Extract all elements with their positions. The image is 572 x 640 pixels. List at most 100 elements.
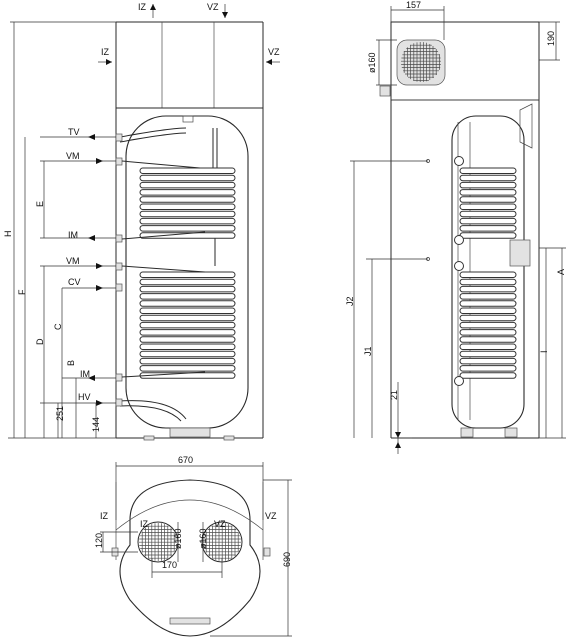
dim-j2: J2 [345, 296, 355, 306]
side-dimensions: 157 190 ø160 J2 J1 21 A [345, 0, 566, 454]
coil-turn [139, 350, 236, 358]
top-vz-label: VZ [265, 511, 277, 521]
coil-turn [459, 196, 517, 203]
coil-turn [139, 343, 236, 350]
side-view: 157 190 ø160 J2 J1 21 A [345, 0, 566, 454]
coil-turn [459, 321, 517, 329]
coil-turn [459, 336, 517, 343]
dim-190: 190 [546, 31, 556, 46]
coil-turn [139, 189, 236, 196]
dim-144: 144 [91, 417, 101, 432]
coil-turn [139, 217, 236, 225]
coil-turn [459, 189, 517, 196]
coil-turn [459, 271, 517, 278]
front-view: TV VM IM VM CV IM HV IZ V [3, 2, 280, 441]
side-lower-coil [459, 271, 517, 379]
coil-turn [139, 203, 236, 210]
coil-turn [139, 225, 236, 232]
coil-turn [459, 285, 517, 293]
tv-label: TV [68, 127, 80, 137]
coil-turn [139, 232, 236, 239]
coil-turn [459, 278, 517, 286]
dim-b: B [66, 360, 76, 366]
coil-turn [139, 329, 236, 336]
top-vz-inner-label: VZ [214, 519, 226, 529]
coil-turn [459, 372, 517, 379]
coil-turn [459, 210, 517, 218]
front-connection-labels: TV VM IM VM CV IM HV [40, 127, 116, 406]
dim-670: 670 [178, 455, 193, 465]
front-lower-coil [139, 271, 236, 379]
vz-top-label: VZ [207, 2, 219, 12]
top-tank-outline [119, 479, 261, 637]
vm-label-lower: VM [66, 256, 80, 266]
iz-side-label: IZ [101, 47, 110, 57]
coil-turn [459, 314, 517, 322]
dim-157: 157 [406, 0, 421, 10]
dim-21: 21 [389, 390, 399, 400]
coil-turn [139, 174, 236, 182]
dim-251: 251 [55, 406, 65, 421]
dim-top-160b: ø160 [198, 528, 208, 549]
dim-h: H [3, 231, 13, 238]
coil-turn [459, 365, 517, 372]
top-iz-inner-label: IZ [140, 519, 149, 529]
coil-turn [459, 329, 517, 336]
top-view: 670 IZ VZ IZ VZ ø160 ø160 120 170 [94, 455, 292, 637]
coil-turn [459, 357, 517, 365]
coil-turn [139, 357, 236, 365]
top-vz-grille [203, 523, 241, 561]
iz-top-label: IZ [138, 2, 147, 12]
coil-turn [139, 167, 236, 174]
im-label-lower: IM [80, 369, 90, 379]
coil-turn [459, 307, 517, 314]
coil-turn [459, 181, 517, 189]
coil-turn [139, 307, 236, 314]
coil-turn [139, 321, 236, 329]
coil-turn [139, 336, 236, 343]
dim-a: A [556, 269, 566, 275]
coil-turn [459, 217, 517, 225]
coil-turn [459, 343, 517, 350]
dim-170: 170 [162, 560, 177, 570]
dim-f: F [17, 289, 27, 295]
dim-i: I [539, 350, 549, 353]
coil-turn [459, 300, 517, 307]
coil-turn [139, 271, 236, 278]
dim-j1: J1 [363, 346, 373, 356]
coil-turn [139, 365, 236, 372]
coil-turn [139, 181, 236, 189]
coil-turn [459, 350, 517, 358]
coil-turn [459, 293, 517, 300]
front-upper-coil [139, 167, 236, 239]
dim-e: E [35, 201, 45, 207]
coil-turn [459, 203, 517, 210]
top-iz-grille [139, 523, 177, 561]
vz-side-label: VZ [268, 47, 280, 57]
vm-label-upper: VM [66, 151, 80, 161]
side-upper-coil [459, 167, 517, 239]
coil-turn [459, 174, 517, 182]
coil-turn [139, 300, 236, 307]
im-label-upper: IM [68, 230, 78, 240]
hv-label: HV [78, 392, 91, 402]
dim-side-160: ø160 [367, 52, 377, 73]
front-port-stubs [115, 133, 123, 407]
dim-top-160a: ø160 [173, 528, 183, 549]
coil-turn [139, 210, 236, 218]
dim-d: D [35, 338, 45, 345]
front-top-airflow: IZ VZ IZ VZ [98, 2, 280, 65]
side-duct-grille [401, 42, 441, 82]
coil-turn [459, 225, 517, 232]
coil-turn [459, 167, 517, 174]
top-iz-label: IZ [100, 511, 109, 521]
front-dimensions: H F E D C B 251 144 [3, 21, 116, 439]
coil-turn [139, 285, 236, 293]
coil-turn [459, 232, 517, 239]
coil-turn [139, 314, 236, 322]
coil-turn [139, 278, 236, 286]
coil-turn [139, 293, 236, 300]
dim-690: 690 [282, 552, 292, 567]
cv-label: CV [68, 277, 81, 287]
